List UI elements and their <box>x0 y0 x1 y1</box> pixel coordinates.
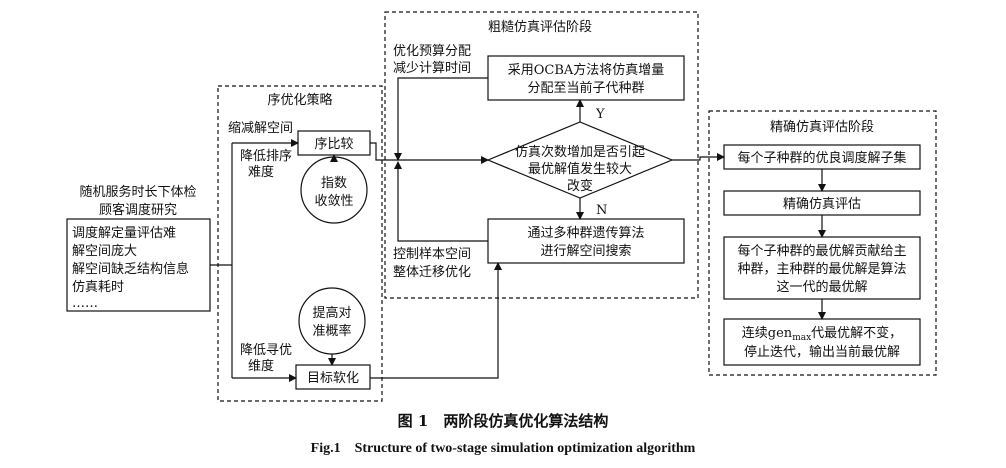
precise-stage-title: 精确仿真评估阶段 <box>770 120 874 135</box>
raise-alignment-line2: 准概率 <box>312 323 351 339</box>
input-title-line2: 顾客调度研究 <box>99 202 177 218</box>
ocba-line2: 分配至当前子代种群 <box>527 80 644 96</box>
precise-box-3-line2: 种群，主种群的最优解是算法 <box>737 261 906 277</box>
precise-box-2-label: 精确仿真评估 <box>783 197 861 212</box>
decision-line2: 最优解值发生较大 <box>528 161 632 177</box>
input-item-3: 解空间缺乏结构信息 <box>72 261 189 277</box>
ga-line1: 通过多种群遗传算法 <box>527 225 644 241</box>
label-control-2: 整体迁移优化 <box>393 265 471 280</box>
ordinal-strategy-frame <box>217 85 383 402</box>
connector-compare-to-decision <box>370 142 489 164</box>
label-reduce-dimension-2: 维度 <box>248 358 274 374</box>
decision-line1: 仿真次数增加是否引起 <box>515 144 645 160</box>
label-reduce-dimension-1: 降低寻优 <box>240 343 292 358</box>
precise-box-3-line1: 每个子种群的最优解贡献给主 <box>737 243 906 259</box>
label-control-1: 控制样本空间 <box>393 247 471 262</box>
input-item-2: 解空间庞大 <box>72 243 137 259</box>
precise-box-4-line1: 连续genmax代最优解不变， <box>742 325 902 343</box>
connector-ocba-loop <box>394 77 488 161</box>
input-item-5: …… <box>72 296 98 311</box>
label-optimize-budget-1: 优化预算分配 <box>393 44 471 59</box>
precise-box-1-label: 每个子种群的优良调度解子集 <box>737 150 906 166</box>
caption-en: Fig.1 Structure of two-stage simulation … <box>311 441 696 456</box>
exp-convergence-line1: 指数 <box>321 176 347 191</box>
label-reduce-space: 缩减解空间 <box>228 120 293 136</box>
goal-softening-label: 目标软化 <box>307 371 359 386</box>
input-item-1: 调度解定量评估难 <box>72 225 176 241</box>
decision-line3: 改变 <box>567 178 593 194</box>
caption-cn: 图 1 两阶段仿真优化算法结构 <box>398 412 609 430</box>
decision-yes-label: Y <box>595 107 605 122</box>
precise-box-3-line3: 这一代的最优解 <box>776 279 867 295</box>
connector-ga-loop <box>394 161 488 242</box>
label-reduce-difficulty-1: 降低排序 <box>240 149 292 164</box>
coarse-stage-frame <box>384 11 699 299</box>
precise-box-4-line2: 停止迭代，输出当前最优解 <box>744 344 900 360</box>
label-optimize-budget-2: 减少计算时间 <box>393 61 471 76</box>
connector-goal-to-ga <box>370 262 502 379</box>
ordinal-strategy-title: 序优化策略 <box>267 92 332 108</box>
raise-alignment-line1: 提高对 <box>312 305 351 321</box>
ga-line2: 进行解空间搜索 <box>540 244 631 259</box>
exp-convergence-line2: 收敛性 <box>314 193 353 209</box>
decision-no-label: N <box>596 203 607 218</box>
ocba-line1: 采用OCBA方法将仿真增量 <box>508 62 665 78</box>
input-item-4: 仿真耗时 <box>72 280 124 295</box>
ordinal-compare-label: 序比较 <box>314 137 353 152</box>
connector-to-precise-stage <box>672 153 725 161</box>
raise-alignment-circle <box>298 287 366 355</box>
coarse-stage-title: 粗糙仿真评估阶段 <box>488 20 592 35</box>
label-reduce-difficulty-2: 难度 <box>248 164 274 180</box>
precise-stage-frame <box>708 110 937 376</box>
input-title-line1: 随机服务时长下体检 <box>79 184 196 200</box>
